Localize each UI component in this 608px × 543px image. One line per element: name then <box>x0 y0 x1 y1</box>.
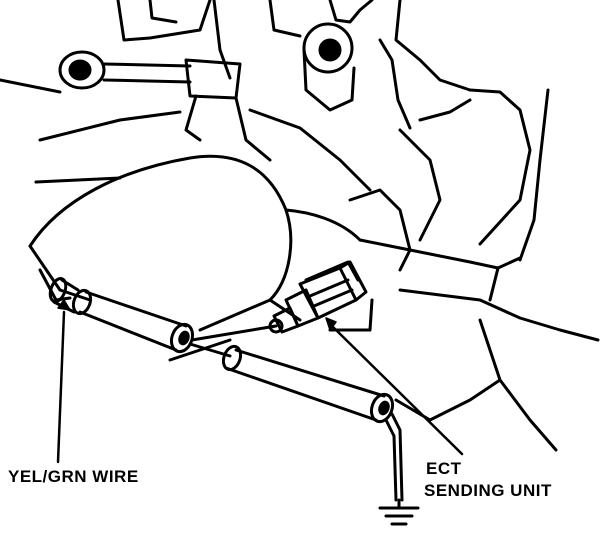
housing-cylinder <box>28 154 412 332</box>
ground-symbol-icon <box>378 498 420 526</box>
lower-casting <box>168 238 600 452</box>
wire-label-text: YEL/GRN WIRE <box>8 467 139 486</box>
leader-lines <box>56 299 464 464</box>
ect-sensor <box>268 260 368 334</box>
test-leads <box>38 268 404 502</box>
ect-label-line1: ECT <box>426 459 462 478</box>
yel-grn-wire-label: YEL/GRN WIRE <box>8 466 139 488</box>
ect-label-line2: SENDING UNIT <box>424 481 552 500</box>
ect-sending-unit-label: ECT SENDING UNIT <box>424 458 552 502</box>
engine-block <box>0 0 550 262</box>
